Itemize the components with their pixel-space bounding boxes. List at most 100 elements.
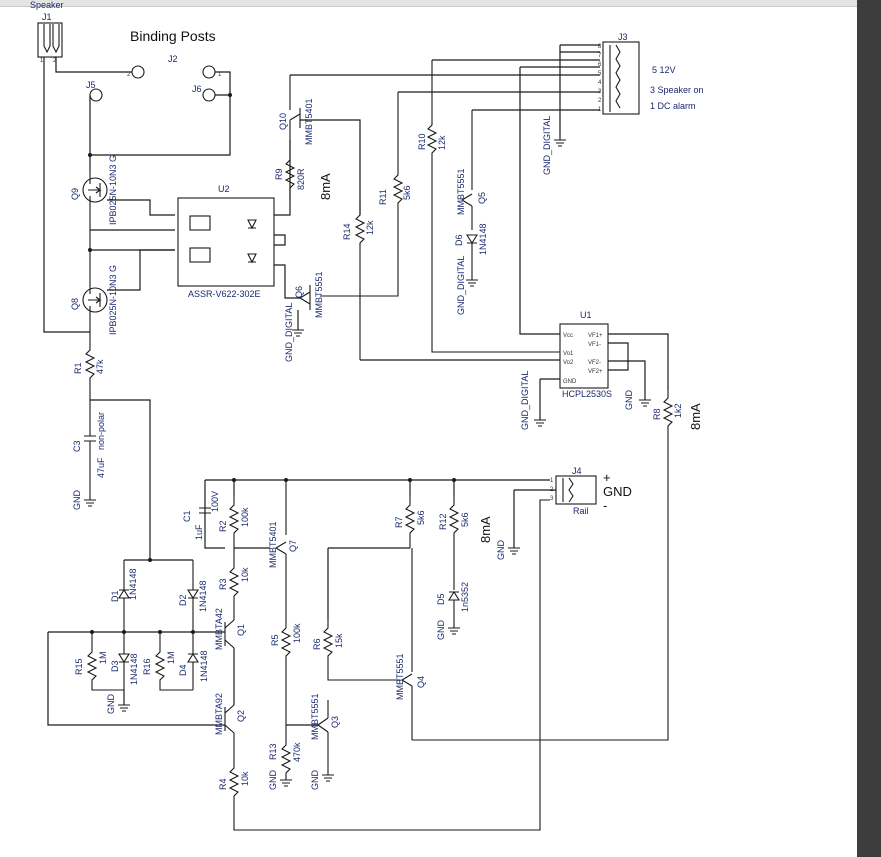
gnd-digital-q5: GND_DIGITAL xyxy=(456,256,466,315)
q5-ref: Q5 xyxy=(477,192,487,204)
gnd-d5: GND xyxy=(436,620,446,641)
transistor-q1: MMBTA42 Q1 xyxy=(214,608,246,650)
r11-ref: R11 xyxy=(378,189,388,205)
diagram-title: Binding Posts xyxy=(130,28,216,44)
gnd-d3: GND xyxy=(106,694,116,715)
c1-rating: 100V xyxy=(210,491,220,512)
current-annotation-c: 8mA xyxy=(478,516,493,543)
diode-d4: D4 1N4148 xyxy=(178,632,209,690)
r5-value: 100k xyxy=(292,623,302,643)
q4-value: MMBT5551 xyxy=(395,653,405,700)
j3-note-12v: 5 12V xyxy=(652,65,676,75)
resistor-r11: R11 5k6 xyxy=(320,92,412,297)
resistor-r6: R6 15k xyxy=(312,620,400,681)
r8-ref: R8 xyxy=(652,408,662,420)
c1-ref: C1 xyxy=(182,510,192,522)
q8-ref: Q8 xyxy=(70,298,80,310)
connector-j3: J3 87 65 43 21 5 12V 3 Speaker on 1 DC a… xyxy=(598,32,704,115)
transistor-q6: Q6 MMBT5551 GND_DIGITAL xyxy=(284,271,324,362)
r12-ref: R12 xyxy=(438,513,448,530)
c3-ref: C3 xyxy=(72,440,82,452)
d6-ref: D6 xyxy=(454,234,464,246)
q4-ref: Q4 xyxy=(416,676,426,688)
svg-text:2: 2 xyxy=(598,98,602,104)
current-annotation-a: 8mA xyxy=(318,173,333,200)
q1-value: MMBTA42 xyxy=(214,608,224,650)
gnd-u1: GND xyxy=(624,390,634,411)
u1-pin-gnd: GND xyxy=(563,379,577,385)
j2-ref: J2 xyxy=(168,54,178,64)
u2-ref: U2 xyxy=(218,184,230,194)
j4-minus: - xyxy=(603,498,607,513)
q7-value: MMBT5401 xyxy=(268,521,278,568)
j1-ref: J1 xyxy=(42,12,52,22)
speaker-label: Speaker xyxy=(30,0,64,10)
resistor-r15: R15 1M xyxy=(74,632,124,691)
transistor-q10: Q10 MMBT5401 xyxy=(278,75,314,145)
r15-value: 1M xyxy=(98,651,108,664)
r9-ref: R9 xyxy=(274,168,284,180)
q8-value: IPB025N-10N3 G xyxy=(108,265,118,335)
q10-value: MMBT5401 xyxy=(304,98,314,145)
r16-ref: R16 xyxy=(142,658,152,675)
r13-value: 470k xyxy=(292,742,302,762)
u1-pin-vo2: Vo2 xyxy=(563,360,574,366)
d3-ref: D3 xyxy=(110,660,120,672)
u1-pin-vf1m: VF1- xyxy=(588,342,601,348)
r9-value: 820R xyxy=(296,168,306,190)
r6-ref: R6 xyxy=(312,638,322,650)
connector-j6: J6 1 xyxy=(192,65,222,102)
resistor-r9: R9 820R xyxy=(274,140,306,200)
r16-value: 1M xyxy=(166,651,176,664)
u1-pin-vf1p: VF1+ xyxy=(588,333,603,339)
u1-pin-vf2m: VF2- xyxy=(588,360,601,366)
q1-ref: Q1 xyxy=(236,624,246,636)
d1-value: 1N4148 xyxy=(128,568,138,600)
viewer-top-bar xyxy=(0,0,857,7)
c3-value: 47uF xyxy=(96,457,106,478)
r7-value: 5k6 xyxy=(416,510,426,525)
d5-value: 1n5352 xyxy=(460,582,470,612)
svg-text:1: 1 xyxy=(218,72,222,78)
r3-value: 10k xyxy=(240,567,250,582)
u1-name: HCPL2530S xyxy=(562,389,612,399)
gnd-j4: GND xyxy=(496,540,506,561)
diode-d3: D3 1N4148 xyxy=(110,632,139,690)
resistor-r13: R13 470k GND xyxy=(268,725,302,790)
svg-text:1: 1 xyxy=(550,478,554,484)
resistor-r2: R2 100k xyxy=(218,495,250,560)
svg-text:2: 2 xyxy=(53,58,57,64)
transistor-q2: MMBTA92 Q2 xyxy=(214,693,246,735)
svg-text:5: 5 xyxy=(598,71,602,77)
j3-ref: J3 xyxy=(618,32,628,42)
capacitor-c1: C1 100V 1uF xyxy=(182,491,220,540)
diode-d6: D6 1N4148 GND_DIGITAL xyxy=(454,223,488,315)
r1-value: 47k xyxy=(95,359,105,374)
resistor-r16: R16 1M xyxy=(142,632,193,691)
resistor-r10: R10 12k xyxy=(417,60,560,353)
q6-value: MMBT5551 xyxy=(314,271,324,318)
j3-note-alarm: 1 DC alarm xyxy=(650,101,696,111)
d6-value: 1N4148 xyxy=(478,223,488,255)
gnd-c3: GND xyxy=(72,490,82,511)
u2-name: ASSR-V622-302E xyxy=(188,289,261,299)
u1-pin-vo1: Vo1 xyxy=(563,351,574,357)
d3-value: 1N4148 xyxy=(129,653,139,685)
r5-ref: R5 xyxy=(270,634,280,646)
viewer-scrollbar[interactable] xyxy=(857,0,881,857)
svg-text:2: 2 xyxy=(127,72,131,78)
svg-text:7: 7 xyxy=(598,53,602,59)
svg-text:8: 8 xyxy=(598,44,602,50)
svg-text:3: 3 xyxy=(550,496,554,502)
diode-d5: D5 1n5352 GND xyxy=(436,582,470,640)
gnd-digital-j3: GND_DIGITAL xyxy=(542,116,552,175)
resistor-r12: R12 5k6 xyxy=(438,495,470,590)
connector-j4: J4 123 Rail + GND - xyxy=(550,466,632,516)
r10-value: 12k xyxy=(437,135,447,150)
q5-value: MMBT5551 xyxy=(456,168,466,215)
u1-ref: U1 xyxy=(580,310,592,320)
transistor-q9: Q9 IPB025N-10N3 G xyxy=(70,155,175,250)
